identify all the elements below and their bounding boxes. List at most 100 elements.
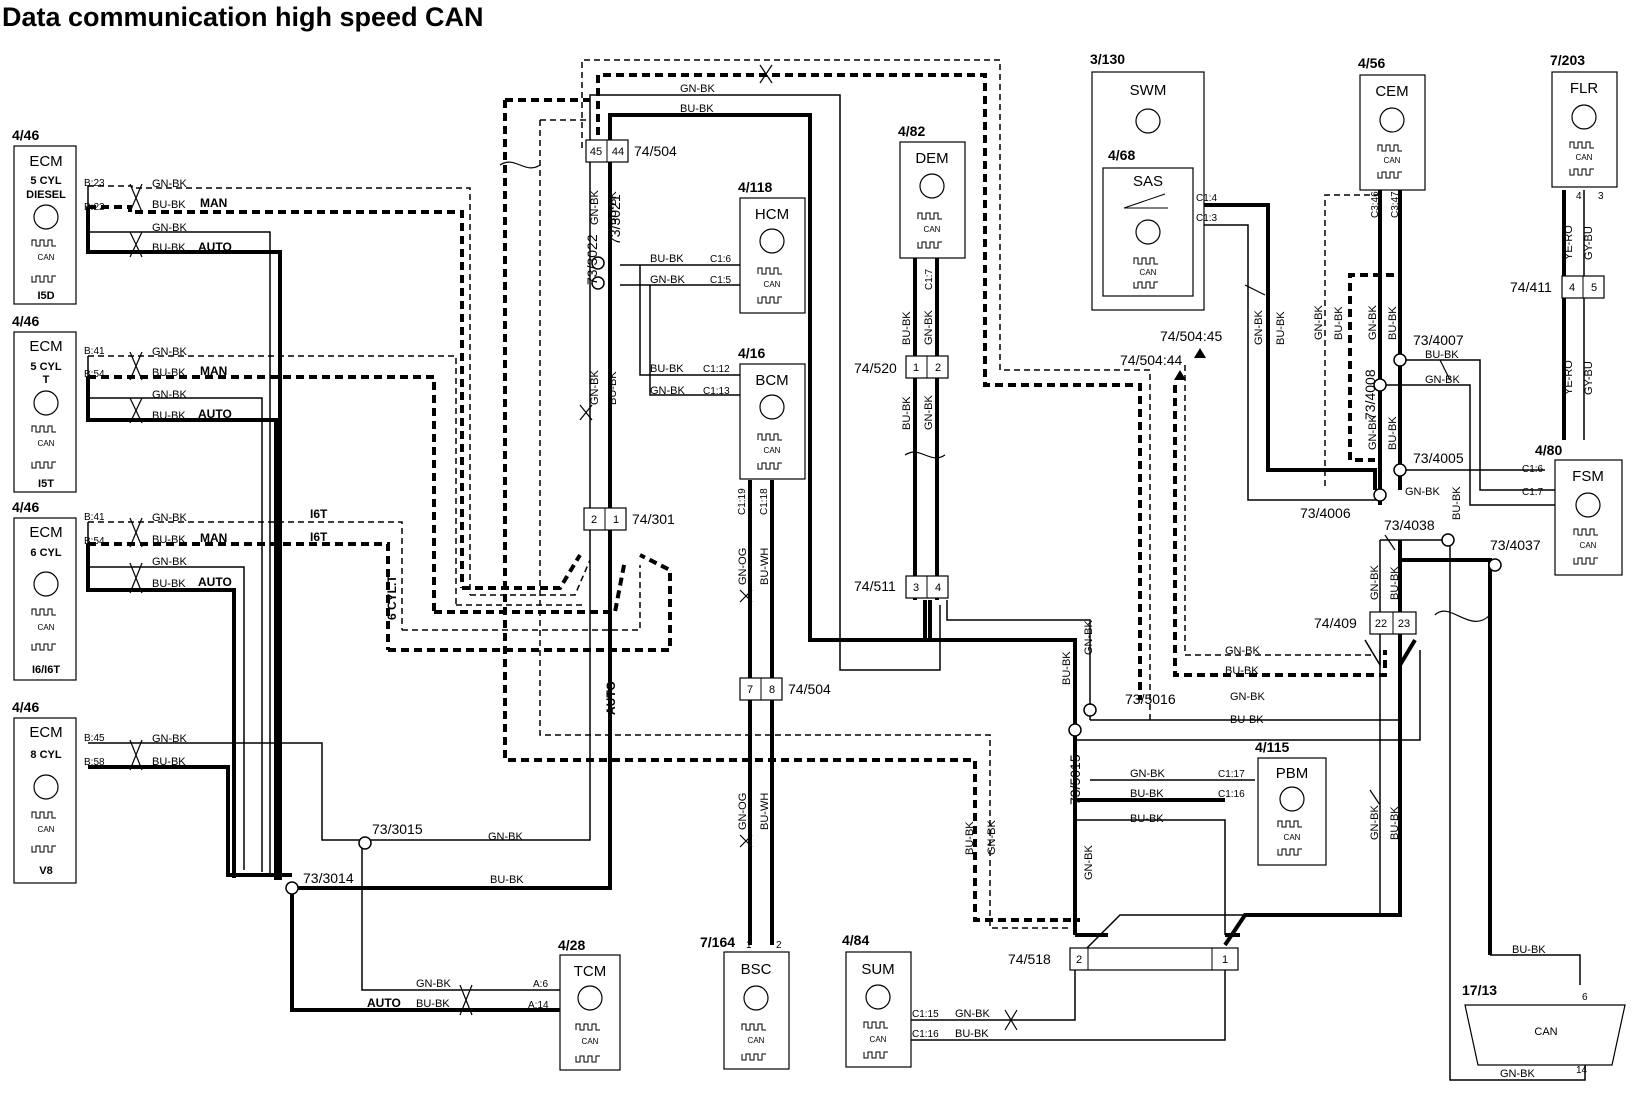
splice-label: 73/4007: [1413, 332, 1464, 348]
wire-label: GN-BK: [488, 831, 524, 843]
connector-pin: 2: [1076, 954, 1082, 966]
wire-label: BU-BK: [650, 253, 684, 265]
ref-label: 74/504:44: [1120, 352, 1182, 368]
bcm-name: BCM: [755, 372, 788, 389]
sas-name: SAS: [1133, 173, 1163, 190]
wire-label: BU-BK: [1512, 944, 1546, 956]
wire-label: AUTO: [604, 681, 618, 715]
connector-74-504-top: 45 44 74/504: [585, 139, 677, 163]
dlc-can: CAN: [1534, 1026, 1557, 1038]
pbm-can: CAN: [1284, 833, 1301, 842]
wire-label: BU-BK: [680, 103, 714, 115]
ecm-diesel-can: CAN: [38, 253, 55, 262]
pin-label: B:54: [84, 536, 105, 547]
pulse-icon: [31, 643, 56, 651]
sum-ref: 4/84: [842, 932, 869, 948]
wire-label: AUTO: [198, 575, 232, 589]
wire-label: BU-BK: [1451, 486, 1463, 520]
bcm-module: 4/16 BCM CAN: [738, 345, 806, 480]
wire-label: BU-BK: [1333, 306, 1345, 340]
pin-label: B:22: [84, 202, 105, 213]
wire-label: GN-BK: [650, 274, 686, 286]
transistor-icon: [759, 228, 785, 254]
wire-label: GN-OG: [737, 548, 749, 585]
transistor-icon: [577, 985, 603, 1011]
pulse-icon: [1133, 281, 1158, 289]
wire-label: GN-BK: [152, 389, 188, 401]
ecm-5t-ref: 4/46: [12, 313, 39, 329]
connector-74-520: 1 2 74/520: [854, 355, 949, 379]
wire-label: BU-BK: [1061, 651, 1073, 685]
wire-label: GN-BK: [986, 820, 998, 856]
connector-pin: 22: [1375, 618, 1387, 630]
ecm-8cyl-module: 4/46 ECM 8 CYL CAN V8: [12, 699, 77, 884]
wire-label: BU-BK: [490, 874, 524, 886]
pulse-icon: [757, 296, 782, 304]
wire-label: BU-BK: [152, 242, 186, 254]
pin-label: B:41: [84, 346, 105, 357]
pulse-icon: [917, 212, 942, 220]
transistor-icon: [1135, 219, 1161, 245]
wire-label: BU-BK: [1425, 349, 1459, 361]
tcm-name: TCM: [574, 963, 607, 980]
pin-label: C1:16: [912, 1029, 939, 1040]
splice-label: 73/5015: [1067, 754, 1083, 805]
ecm-diesel-name: ECM: [29, 153, 62, 170]
wire-labels: B:23 B:22 GN-BK BU-BK MAN GN-BK BU-BK AU…: [84, 83, 1595, 1080]
wire-label: BU-BK: [955, 1028, 989, 1040]
splice-label: 73/4005: [1413, 450, 1464, 466]
flr-name: FLR: [1570, 80, 1599, 97]
pulse-icon: [31, 275, 56, 283]
wire-label: GN-BK: [1405, 486, 1441, 498]
transistor-icon: [743, 985, 769, 1011]
wire-label: AUTO: [198, 407, 232, 421]
ecm-8cyl-sub1: 8 CYL: [30, 749, 61, 761]
wire-label: GN-BK: [1313, 305, 1325, 341]
wire-label: GN-BK: [416, 978, 452, 990]
connector-pin: 1: [913, 362, 919, 374]
connector-pin: 4: [935, 582, 941, 594]
sas-can: CAN: [1140, 268, 1157, 277]
wire-label: BU-BK: [964, 821, 976, 855]
pin-label: B:41: [84, 512, 105, 523]
pulse-icon: [1569, 141, 1594, 149]
connector-pin: 2: [591, 514, 597, 526]
connector-pin: 3: [913, 582, 919, 594]
connector-ref: 74/409: [1314, 615, 1357, 631]
ecm-diesel-sub2: DIESEL: [26, 189, 66, 201]
wire-label: GN-BK: [1083, 620, 1095, 656]
tcm-module: 4/28 TCM CAN: [558, 937, 621, 1071]
pulse-icon: [31, 425, 56, 433]
ecm-8cyl-can: CAN: [38, 825, 55, 834]
wire-label: GN-BK: [1230, 691, 1266, 703]
wire-label: GN-BK: [589, 370, 601, 406]
pulse-icon: [31, 811, 56, 819]
transistor-icon: [1575, 492, 1601, 518]
pulse-icon: [757, 267, 782, 275]
bcm-ref: 4/16: [738, 345, 765, 361]
ecm-6cyl-can: CAN: [38, 623, 55, 632]
ecm-5t-name: ECM: [29, 338, 62, 355]
pin-label: C1:17: [1218, 769, 1245, 780]
wire-label: GN-BK: [152, 222, 188, 234]
transistor-icon: [865, 984, 891, 1010]
pin-label: C1:7: [924, 268, 935, 290]
dem-module: 4/82 DEM CAN: [898, 123, 966, 259]
wire-label: GN-BK: [152, 512, 188, 524]
wire-label: BU-BK: [152, 756, 186, 768]
swm-module: 3/130 SWM 4/68 SAS CAN: [1090, 51, 1205, 311]
sum-can: CAN: [870, 1035, 887, 1044]
connector-ref: 74/520: [854, 360, 897, 376]
dem-ref: 4/82: [898, 123, 925, 139]
connector-ref: 74/504: [788, 681, 831, 697]
wire-label: GN-BK: [152, 556, 188, 568]
wire-label: BU-BK: [1389, 806, 1401, 840]
wire-label: GN-BK: [923, 310, 935, 346]
wire-label: GN-BK: [1425, 374, 1461, 386]
flr-pin-4: 4: [1576, 191, 1582, 202]
wire-label: BU-BK: [152, 199, 186, 211]
wires: [86, 59, 1586, 1081]
cem-can: CAN: [1384, 156, 1401, 165]
bsc-can: CAN: [748, 1036, 765, 1045]
pbm-name: PBM: [1276, 765, 1309, 782]
